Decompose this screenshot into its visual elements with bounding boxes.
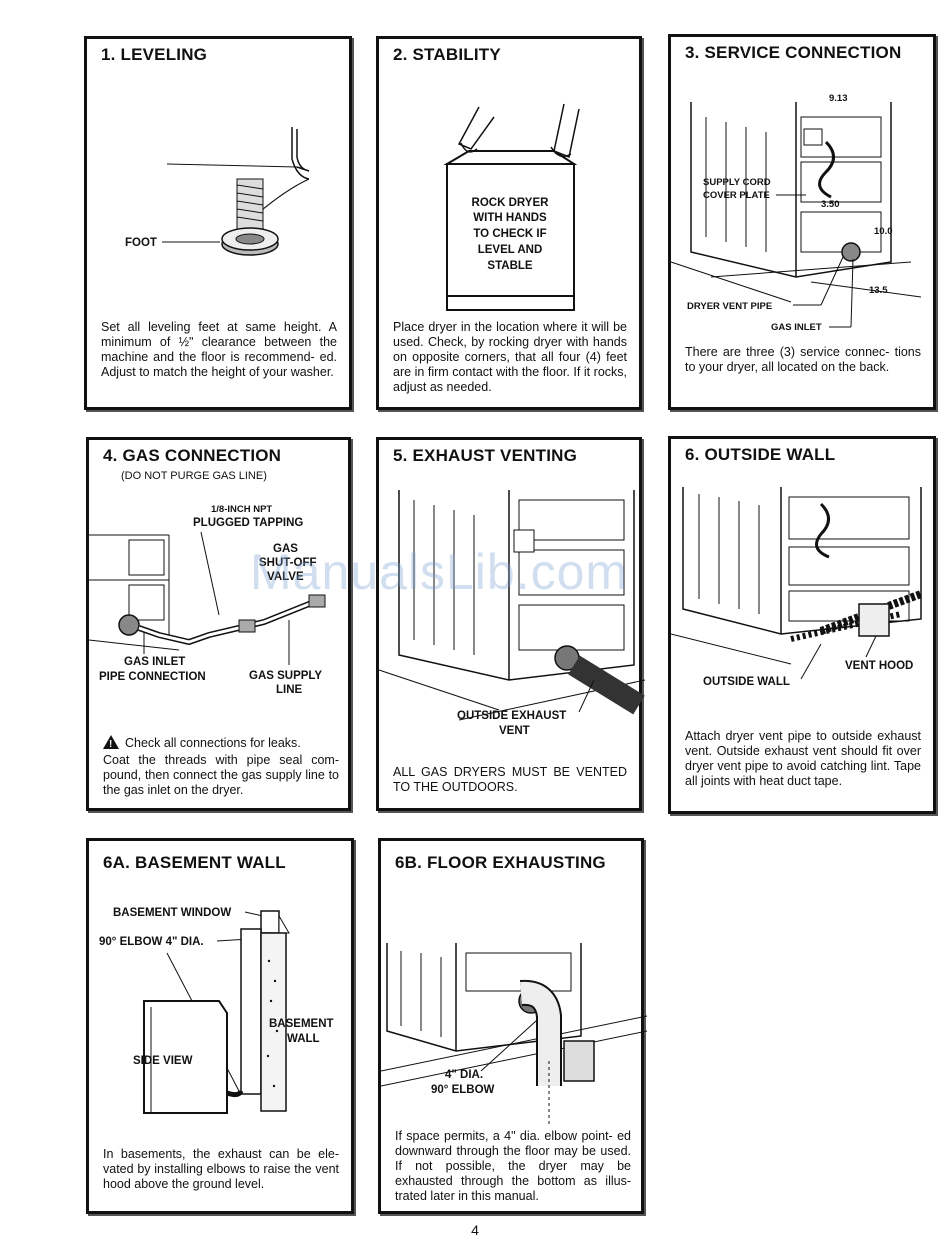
shutoff-label-1: GAS [273, 543, 298, 555]
warning-text: Check all connections for leaks. [125, 736, 301, 750]
panel-body-text: If space permits, a 4" dia. elbow point-… [395, 1129, 631, 1203]
rock-label-1: ROCK DRYER [472, 197, 550, 209]
panel-exhaust-venting: 5. EXHAUST VENTING OUTSIDE EXHAUST VENT … [376, 437, 646, 811]
leveling-foot-illustration: FOOT [125, 127, 310, 256]
panel-body-text: Coat the threads with pipe seal com- pou… [103, 753, 339, 797]
dim-135: 13.5 [869, 285, 888, 296]
elbow-label: 90° ELBOW [431, 1084, 495, 1096]
panel-basement-wall: 6A. BASEMENT WALL BASEMENT WINDOW 90° EL… [86, 838, 354, 1214]
panel-gas-connection: 4. GAS CONNECTION (DO NOT PURGE GAS LINE… [86, 437, 351, 811]
rock-label-5: STABLE [487, 260, 532, 272]
panel-service-connection: 3. SERVICE CONNECTION 9.13 SUPPLY CORD C… [668, 34, 936, 410]
basement-wall-illustration: BASEMENT WINDOW 90° ELBOW 4" DIA. BASEME… [99, 907, 334, 1114]
dia-label: 4" DIA. [445, 1069, 483, 1081]
foot-label: FOOT [125, 237, 157, 249]
panel-title: 5. EXHAUST VENTING [393, 446, 578, 465]
rock-label-4: LEVEL AND [478, 244, 543, 256]
shutoff-label-2: SHUT-OFF [259, 557, 317, 569]
exhaust-venting-illustration: OUTSIDE EXHAUST VENT [378, 490, 646, 737]
gas-supply-label-2: LINE [276, 684, 303, 696]
panel-title: 1. LEVELING [101, 45, 208, 64]
panel-floor-exhausting: 6B. FLOOR EXHAUSTING 4" DIA. 90° ELBOW I… [378, 838, 648, 1214]
outside-wall-label: OUTSIDE WALL [703, 676, 790, 688]
panel-body-text: Place dryer in the location where it wil… [393, 320, 627, 394]
panel-subtitle: (DO NOT PURGE GAS LINE) [121, 470, 267, 482]
basement-wall-label-2: WALL [287, 1033, 320, 1045]
panel-body-text: ALL GAS DRYERS MUST BE VENTED TO THE OUT… [393, 765, 627, 794]
rock-label-2: WITH HANDS [473, 212, 547, 224]
panel-title: 6B. FLOOR EXHAUSTING [395, 853, 606, 872]
gas-inlet-label-2: PIPE CONNECTION [99, 671, 206, 683]
service-connection-illustration: 9.13 SUPPLY CORD COVER PLATE 3.50 10.0 1… [670, 93, 922, 333]
dim-350: 3.50 [821, 199, 840, 210]
panel-stability: 2. STABILITY ROCK DRYER WITH HANDS TO CH… [376, 36, 642, 410]
outside-exhaust-label-2: VENT [499, 725, 530, 737]
elbow-label: 90° ELBOW 4" DIA. [99, 936, 204, 948]
gas-inlet-label-1: GAS INLET [124, 656, 185, 668]
dryer-vent-pipe-label: DRYER VENT PIPE [687, 301, 772, 312]
side-view-label: SIDE VIEW [133, 1055, 193, 1067]
panel-leveling: 1. LEVELING FOOT Set all leveling feet a… [84, 36, 352, 410]
outside-exhaust-label-1: OUTSIDE EXHAUST [457, 710, 566, 722]
panel-outside-wall: 6. OUTSIDE WALL VENT HOOD OUTSIDE WALL A… [668, 436, 936, 814]
dim-913: 9.13 [829, 93, 848, 104]
panel-body-text: Set all leveling feet at same height. A … [101, 320, 337, 379]
shutoff-label-3: VALVE [267, 571, 304, 583]
warning-icon [103, 735, 119, 752]
panel-title: 4. GAS CONNECTION [103, 446, 282, 465]
outside-wall-illustration: VENT HOOD OUTSIDE WALL [670, 487, 923, 688]
gas-connection-illustration: 1/8-INCH NPT PLUGGED TAPPING GAS SHUT-OF… [88, 504, 326, 696]
watermark: ManualsLib.com [250, 544, 629, 600]
stability-dryer-illustration: ROCK DRYER WITH HANDS TO CHECK IF LEVEL … [443, 103, 580, 311]
supply-cord-label-1: SUPPLY CORD [703, 177, 771, 188]
npt-label-1: 1/8-INCH NPT [211, 504, 272, 515]
floor-exhausting-illustration: 4" DIA. 90° ELBOW [380, 943, 648, 1126]
gas-warning: Check all connections for leaks. [103, 735, 339, 752]
panel-title: 3. SERVICE CONNECTION [685, 43, 902, 62]
panel-title: 6. OUTSIDE WALL [685, 445, 836, 464]
basement-wall-label-1: BASEMENT [269, 1018, 334, 1030]
npt-label-2: PLUGGED TAPPING [193, 517, 303, 529]
panel-body-text: There are three (3) service connec- tion… [685, 345, 921, 374]
panel-title: 6A. BASEMENT WALL [103, 853, 286, 872]
panel-title: 2. STABILITY [393, 45, 501, 64]
page-number: 4 [471, 1222, 479, 1238]
dim-100: 10.0 [874, 226, 893, 237]
gas-inlet-label: GAS INLET [771, 322, 822, 333]
gas-supply-label-1: GAS SUPPLY [249, 670, 322, 682]
rock-label-3: TO CHECK IF [473, 228, 546, 240]
panel-body-text: In basements, the exhaust can be ele- va… [103, 1147, 339, 1191]
basement-window-label: BASEMENT WINDOW [113, 907, 231, 919]
panel-body-text: Attach dryer vent pipe to outside exhaus… [685, 729, 921, 788]
vent-hood-label: VENT HOOD [845, 660, 913, 672]
supply-cord-label-2: COVER PLATE [703, 190, 770, 201]
